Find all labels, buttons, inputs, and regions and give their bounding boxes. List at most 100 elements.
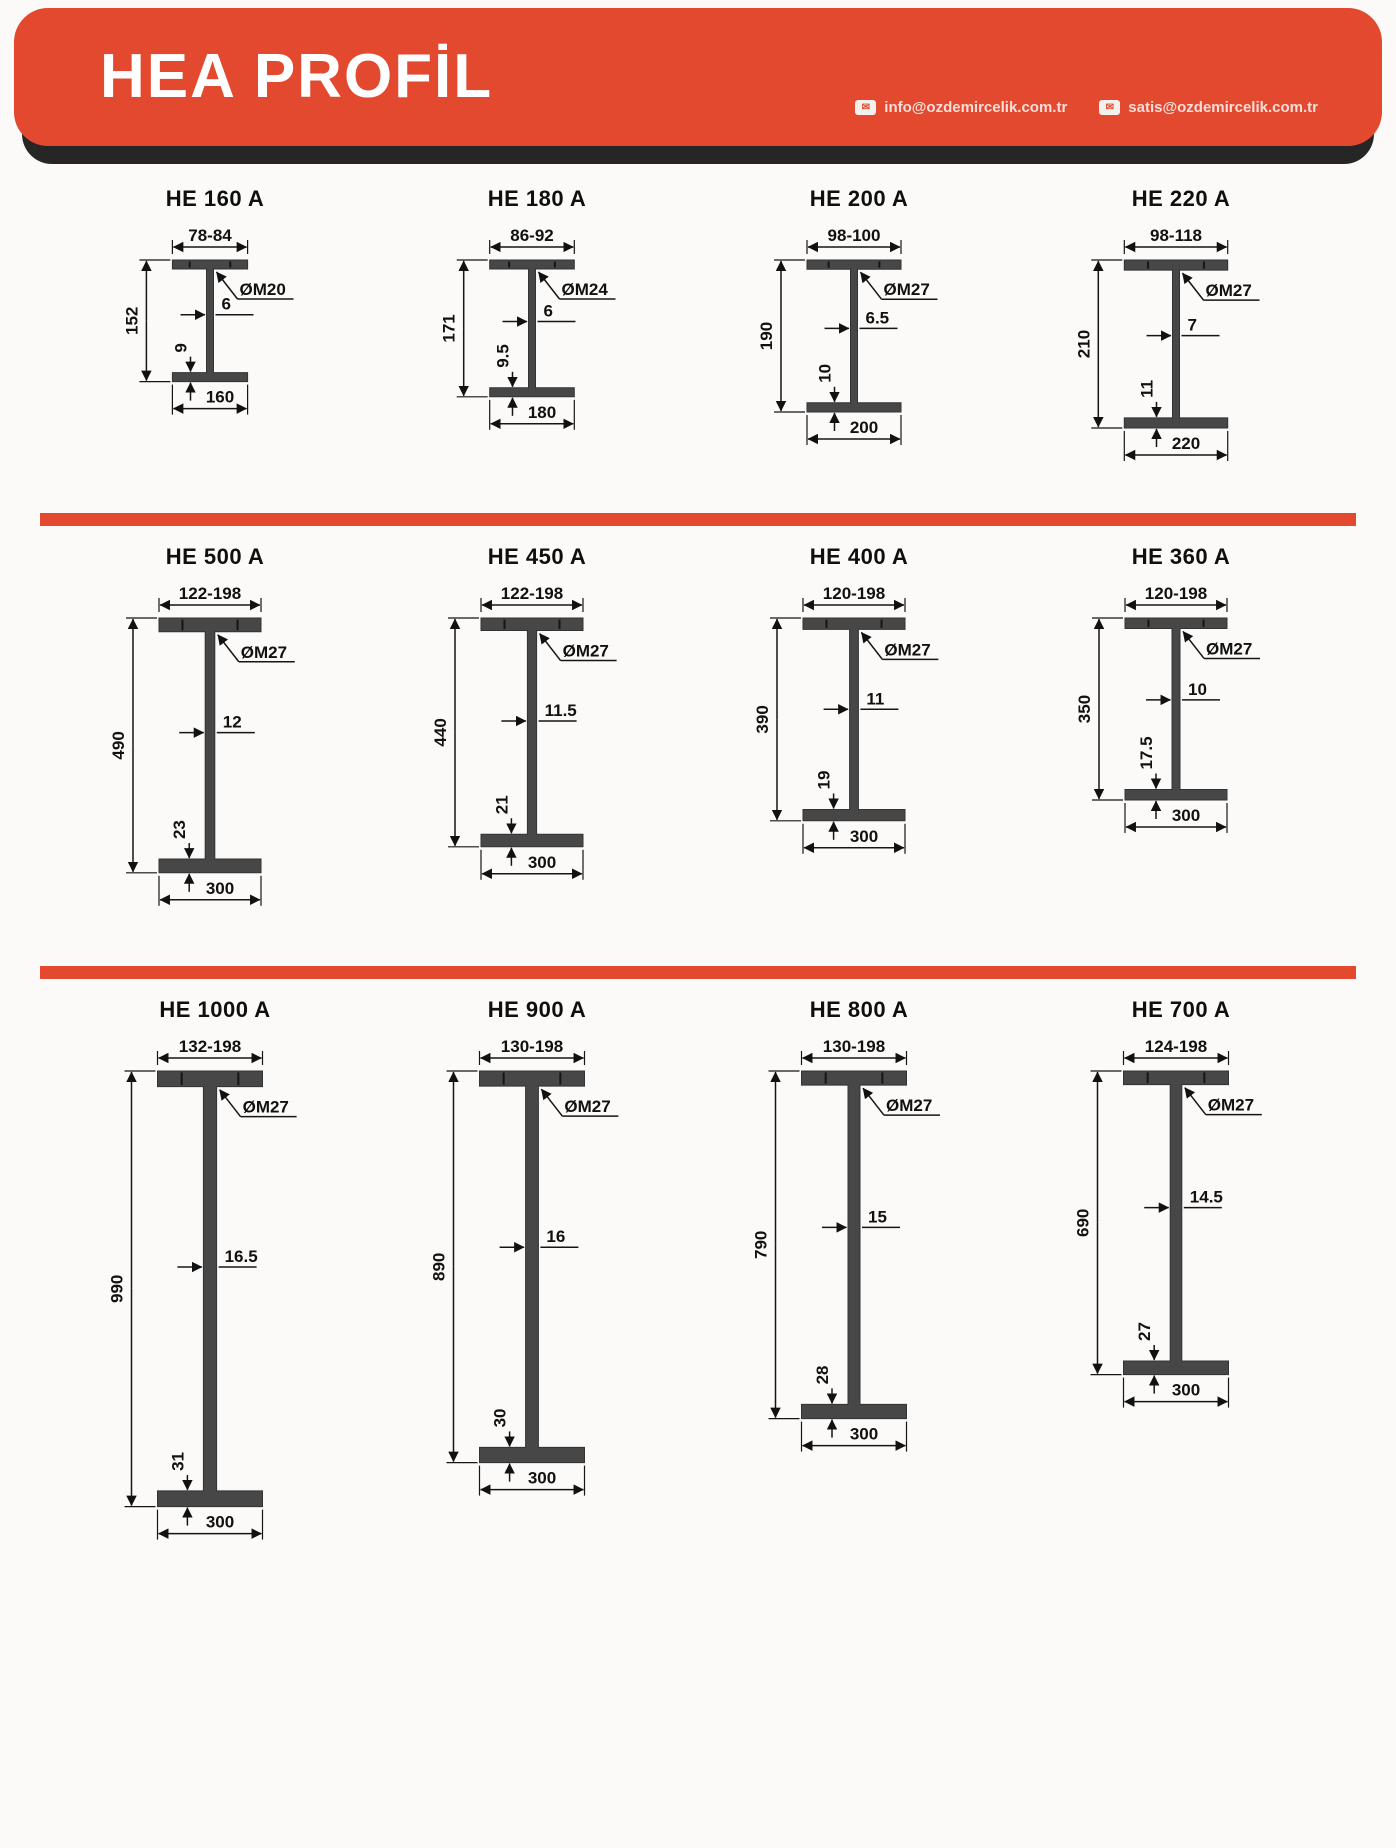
dim-bottom-width: 300 [850,1425,878,1444]
bolt-hole-marks [1147,261,1205,269]
dim-top-gauge-width: 98-100 [828,226,881,245]
email-item: ✉ info@ozdemircelik.com.tr [855,99,1067,116]
bolt-hole-marks [827,261,881,268]
dim-bolt-size: ØM27 [884,280,930,299]
dim-bottom-width: 300 [206,879,234,898]
dim-web-thickness: 16 [546,1227,565,1246]
email-address: info@ozdemircelik.com.tr [884,99,1068,116]
profile-title: HE 180 A [487,186,587,211]
dim-bolt-size: ØM27 [243,1098,289,1117]
header-emails: ✉ info@ozdemircelik.com.tr ✉satis@ozdemirc… [855,99,1318,116]
beam-shape [480,617,584,848]
bolt-hole-marks [180,1072,240,1086]
dim-bolt-size: ØM27 [1208,1096,1254,1115]
dimension-lines [774,240,938,445]
profile-title: HE 400 A [809,544,909,569]
dim-top-gauge-width: 122-198 [179,584,241,603]
dim-flange-thickness: 21 [492,795,511,814]
dim-flange-thickness: 9.5 [494,344,513,368]
profile-title: HE 700 A [1131,997,1231,1022]
dim-bottom-width: 300 [1172,806,1200,825]
dimension-lines [446,1051,619,1496]
dim-web-thickness: 6 [544,302,553,321]
dimension-lines [1092,598,1260,833]
dimension-lines [126,598,295,906]
dim-flange-thickness: 30 [491,1408,510,1427]
beam-shape [489,259,575,398]
dim-top-gauge-width: 130-198 [823,1037,885,1056]
dim-web-thickness: 11.5 [545,701,577,720]
dim-web-thickness: 14.5 [1190,1188,1223,1207]
dim-bottom-width: 300 [528,853,556,872]
envelope-icon: ✉ [855,100,877,115]
beam-shape [1123,259,1229,429]
dim-flange-thickness: 27 [1135,1322,1154,1341]
dimension-lines [768,1051,940,1452]
section-separator [40,513,1356,526]
email-item: ✉satis@ozdemircelik.com.tr [1099,99,1318,116]
dim-web-thickness: 6 [222,295,231,314]
bolt-hole-marks [502,1072,562,1085]
dim-bolt-size: ØM27 [1206,281,1252,300]
banner-red: HEA PROFİL ✉info@ozdemircelik.com.tr✉sat… [14,8,1382,146]
dim-overall-height: 171 [440,314,459,342]
profile-title: HE 220 A [1131,186,1231,211]
envelope-icon: ✉ [1099,100,1121,115]
bolt-hole-marks [503,619,561,630]
dimension-lines [770,598,939,854]
dim-top-gauge-width: 130-198 [501,1037,563,1056]
dim-bottom-width: 200 [850,418,878,437]
bolt-hole-marks [825,619,883,628]
dim-flange-thickness: 9 [172,343,191,352]
profile-title: HE 500 A [165,544,265,569]
dim-overall-height: 152 [122,307,141,335]
dim-flange-thickness: 23 [170,820,189,839]
bolt-hole-marks [1146,1072,1206,1084]
dim-flange-thickness: 31 [168,1452,187,1471]
dim-bolt-size: ØM27 [1206,639,1252,658]
dim-top-gauge-width: 98-118 [1150,226,1202,245]
profile-title: HE 160 A [165,186,265,211]
dim-web-thickness: 15 [868,1207,887,1226]
profile-title: HE 450 A [487,544,587,569]
dimension-lines [124,1051,297,1540]
dim-bottom-width: 180 [528,403,556,422]
profile-title: HE 360 A [1131,544,1231,569]
dim-top-gauge-width: 124-198 [1145,1037,1207,1056]
dim-overall-height: 890 [430,1253,449,1281]
beam-shape [479,1070,585,1464]
beam-shape [171,259,249,383]
dim-bolt-size: ØM27 [564,1097,610,1116]
profile-title: HE 900 A [487,997,587,1022]
dim-bolt-size: ØM20 [240,280,286,299]
section-separator [40,966,1356,979]
dim-bottom-width: 300 [1172,1381,1200,1400]
dim-top-gauge-width: 86-92 [510,226,553,245]
dim-web-thickness: 11 [866,689,884,708]
dimension-lines [1091,240,1260,461]
dimension-lines [456,240,616,430]
dim-bolt-size: ØM27 [884,640,930,659]
dim-flange-thickness: 19 [815,771,834,790]
header-banner: HEA PROFİL ✉info@ozdemircelik.com.tr✉sat… [14,8,1382,168]
dim-overall-height: 990 [108,1275,127,1303]
